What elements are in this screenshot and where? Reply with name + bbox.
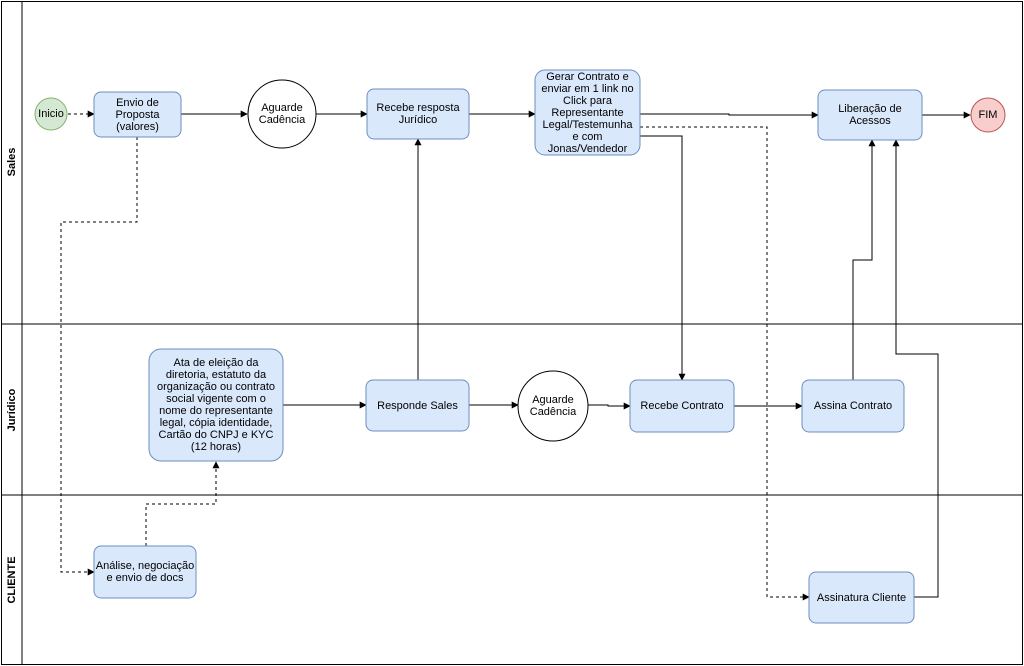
liberacao-acessos-node[interactable]: Liberação de Acessos bbox=[838, 103, 902, 127]
assinatura-cliente-shape bbox=[808, 571, 915, 624]
aguarde-cadencia-sales-shape bbox=[247, 79, 317, 149]
recebe-contrato-shape bbox=[629, 379, 735, 433]
analise-shape bbox=[93, 545, 197, 599]
assinatura-cliente-node[interactable]: Assinatura Cliente bbox=[816, 591, 907, 604]
end-node[interactable]: FIM bbox=[978, 109, 998, 121]
start-node-shape bbox=[34, 97, 68, 131]
analise-node[interactable]: Análise, negociação e envio de docs bbox=[95, 560, 195, 584]
lane-label-cliente: CLIENTE bbox=[6, 556, 18, 604]
edge-aguarde-to-recebe-contrato bbox=[588, 402, 631, 410]
liberacao-acessos-shape bbox=[817, 89, 923, 141]
gerar-contrato-shape bbox=[534, 69, 641, 156]
nodes bbox=[34, 69, 1006, 624]
edge-gerar-to-liberacao bbox=[640, 111, 819, 119]
aguarde-cadencia-juridico-shape bbox=[517, 370, 589, 442]
edges bbox=[60, 110, 971, 601]
recebe-contrato-node[interactable]: Recebe Contrato bbox=[640, 400, 724, 412]
edge-assinatura-to-liberacao bbox=[892, 139, 939, 598]
lane-label-sales: Sales bbox=[6, 147, 18, 177]
edge-analise-to-ata bbox=[145, 461, 220, 546]
aguarde-cadencia-sales-node[interactable]: Aguarde Cadência bbox=[258, 102, 306, 126]
gerar-contrato-node[interactable]: Gerar Contrato e enviar em 1 link no Cli… bbox=[541, 70, 634, 155]
assina-contrato-shape bbox=[801, 379, 905, 433]
edge-gerar-to-recebe-contrato bbox=[640, 135, 686, 381]
edge-envio-to-analise bbox=[60, 137, 138, 576]
recebe-resposta-node[interactable]: Recebe resposta Jurídico bbox=[376, 102, 460, 126]
edge-assina-to-liberacao bbox=[852, 139, 876, 380]
responde-sales-shape bbox=[365, 379, 470, 432]
envio-proposta-node[interactable]: Envio de Proposta (valores) bbox=[115, 96, 160, 133]
assina-contrato-node[interactable]: Assina Contrato bbox=[813, 400, 893, 412]
ata-eleicao-shape bbox=[148, 348, 284, 462]
ata-eleicao-node[interactable]: Ata de eleição da diretoria, estatuto da… bbox=[156, 357, 276, 453]
aguarde-cadencia-juridico-node[interactable]: Aguarde Cadência bbox=[529, 394, 577, 418]
edge-gerar-to-assinatura bbox=[640, 126, 810, 601]
lane-label-juridico: Jurídico bbox=[6, 388, 18, 432]
responde-sales-node[interactable]: Responde Sales bbox=[377, 399, 458, 412]
envio-proposta-shape bbox=[93, 91, 182, 138]
end-node-shape bbox=[970, 97, 1006, 133]
recebe-resposta-shape bbox=[366, 88, 470, 140]
start-node[interactable]: Inicio bbox=[38, 108, 64, 120]
